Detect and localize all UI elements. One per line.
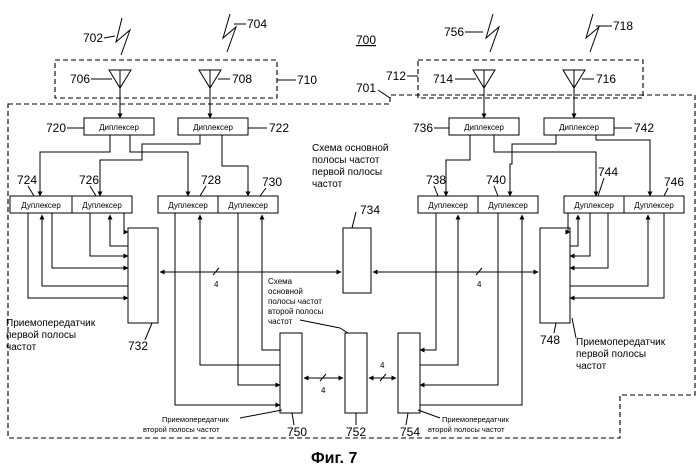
svg-text:756: 756 bbox=[444, 25, 464, 39]
svg-text:732: 732 bbox=[128, 339, 148, 353]
svg-text:Приемопередатчик: Приемопередатчик bbox=[162, 415, 230, 424]
svg-text:718: 718 bbox=[613, 19, 633, 33]
svg-text:716: 716 bbox=[596, 72, 616, 86]
svg-text:Схема: Схема bbox=[268, 277, 293, 286]
duplexer-724: Дуплексер bbox=[10, 196, 72, 213]
svg-text:Диплексер: Диплексер bbox=[193, 123, 233, 132]
svg-text:полосы частот: полосы частот bbox=[312, 155, 380, 166]
svg-text:724: 724 bbox=[17, 173, 37, 187]
svg-text:750: 750 bbox=[287, 425, 307, 439]
svg-text:748: 748 bbox=[540, 333, 560, 347]
svg-text:Дуплексер: Дуплексер bbox=[428, 201, 468, 210]
svg-text:714: 714 bbox=[433, 72, 453, 86]
svg-text:Дуплексер: Дуплексер bbox=[82, 201, 122, 210]
svg-text:704: 704 bbox=[247, 17, 267, 31]
svg-text:720: 720 bbox=[46, 121, 66, 135]
svg-text:700: 700 bbox=[356, 33, 376, 47]
transceiver-label-748: Приемопередатчик первой полосы частот bbox=[572, 318, 666, 372]
svg-text:Приемопередатчик: Приемопередатчик bbox=[576, 337, 666, 348]
svg-text:частот: частот bbox=[576, 361, 607, 372]
svg-text:Дуплексер: Дуплексер bbox=[574, 201, 614, 210]
diplexer-736: Диплексер bbox=[449, 118, 519, 135]
svg-text:Дуплексер: Дуплексер bbox=[228, 201, 268, 210]
svg-text:Схема основной: Схема основной bbox=[312, 143, 389, 154]
baseband-label-734: Схема основной полосы частот первой поло… bbox=[312, 143, 389, 190]
svg-text:712: 712 bbox=[386, 69, 406, 83]
svg-text:первой полосы: первой полосы bbox=[576, 349, 646, 360]
svg-text:второй полосы частот: второй полосы частот bbox=[143, 425, 220, 434]
transceiver-label-750: Приемопередатчик второй полосы частот bbox=[143, 410, 282, 434]
svg-text:706: 706 bbox=[70, 72, 90, 86]
bus-width-label: 4 bbox=[214, 280, 219, 289]
svg-text:Диплексер: Диплексер bbox=[559, 123, 599, 132]
duplexer-740: Дуплексер bbox=[478, 196, 538, 213]
signal-bolt-756 bbox=[486, 14, 499, 52]
svg-text:основной: основной bbox=[268, 287, 303, 296]
svg-text:полосы частот: полосы частот bbox=[268, 297, 322, 306]
svg-text:частот: частот bbox=[6, 342, 37, 353]
duplexer-738: Дуплексер bbox=[418, 196, 478, 213]
svg-text:710: 710 bbox=[297, 73, 317, 87]
svg-text:второй полосы частот: второй полосы частот bbox=[428, 425, 505, 434]
diplexer-722: Диплексер bbox=[178, 118, 248, 135]
svg-text:702: 702 bbox=[83, 31, 103, 45]
figure-caption: Фиг. 7 bbox=[311, 450, 357, 467]
duplexer-728: Дуплексер bbox=[158, 196, 218, 213]
svg-text:726: 726 bbox=[79, 173, 99, 187]
svg-text:722: 722 bbox=[269, 121, 289, 135]
svg-text:первой полосы: первой полосы bbox=[312, 167, 382, 178]
svg-text:746: 746 bbox=[664, 175, 684, 189]
bus-width-label: 4 bbox=[380, 361, 385, 370]
duplexer-730: Дуплексер bbox=[218, 196, 278, 213]
signal-bolt-704 bbox=[223, 14, 236, 52]
svg-text:742: 742 bbox=[634, 121, 654, 135]
svg-text:Приемопередатчик: Приемопередатчик bbox=[6, 318, 96, 329]
svg-text:740: 740 bbox=[486, 173, 506, 187]
svg-text:730: 730 bbox=[262, 175, 282, 189]
diplexer-742: Диплексер bbox=[544, 118, 614, 135]
svg-text:734: 734 bbox=[360, 203, 380, 217]
svg-text:Дуплексер: Дуплексер bbox=[21, 201, 61, 210]
svg-text:второй полосы: второй полосы bbox=[268, 307, 324, 316]
transceiver-label-754: Приемопередатчик второй полосы частот bbox=[418, 410, 510, 434]
svg-text:Дуплексер: Дуплексер bbox=[488, 201, 528, 210]
svg-text:752: 752 bbox=[346, 425, 366, 439]
svg-text:738: 738 bbox=[426, 173, 446, 187]
svg-text:Приемопередатчик: Приемопередатчик bbox=[442, 415, 510, 424]
transceiver-block-754 bbox=[398, 333, 420, 413]
signal-bolt-702 bbox=[116, 18, 130, 55]
baseband-block-752 bbox=[345, 333, 367, 413]
diplexer-720: Диплексер bbox=[84, 118, 154, 135]
svg-text:Диплексер: Диплексер bbox=[99, 123, 139, 132]
transceiver-block-748 bbox=[540, 228, 570, 323]
transceiver-block-750 bbox=[280, 333, 302, 413]
transceiver-label-732: Приемопередатчик первой полосы частот bbox=[6, 318, 96, 353]
duplexer-746: Дуплексер bbox=[624, 196, 684, 213]
bus-width-label: 4 bbox=[477, 280, 482, 289]
svg-text:701: 701 bbox=[356, 81, 376, 95]
transceiver-block-732 bbox=[128, 228, 158, 323]
svg-text:754: 754 bbox=[400, 425, 420, 439]
baseband-block-734 bbox=[343, 228, 371, 293]
signal-bolt-718 bbox=[586, 14, 599, 52]
svg-text:частот: частот bbox=[268, 317, 292, 326]
svg-text:728: 728 bbox=[201, 173, 221, 187]
duplexer-744: Дуплексер bbox=[564, 196, 624, 213]
svg-text:744: 744 bbox=[598, 165, 618, 179]
svg-text:Диплексер: Диплексер bbox=[464, 123, 504, 132]
svg-text:первой полосы: первой полосы bbox=[6, 330, 76, 341]
svg-text:736: 736 bbox=[413, 121, 433, 135]
svg-text:Дуплексер: Дуплексер bbox=[168, 201, 208, 210]
duplexer-726: Дуплексер bbox=[72, 196, 132, 213]
bus-width-label: 4 bbox=[321, 386, 326, 395]
svg-text:частот: частот bbox=[312, 179, 343, 190]
svg-text:708: 708 bbox=[232, 72, 252, 86]
svg-text:Дуплексер: Дуплексер bbox=[634, 201, 674, 210]
baseband-label-752: Схема основной полосы частот второй поло… bbox=[268, 277, 348, 333]
